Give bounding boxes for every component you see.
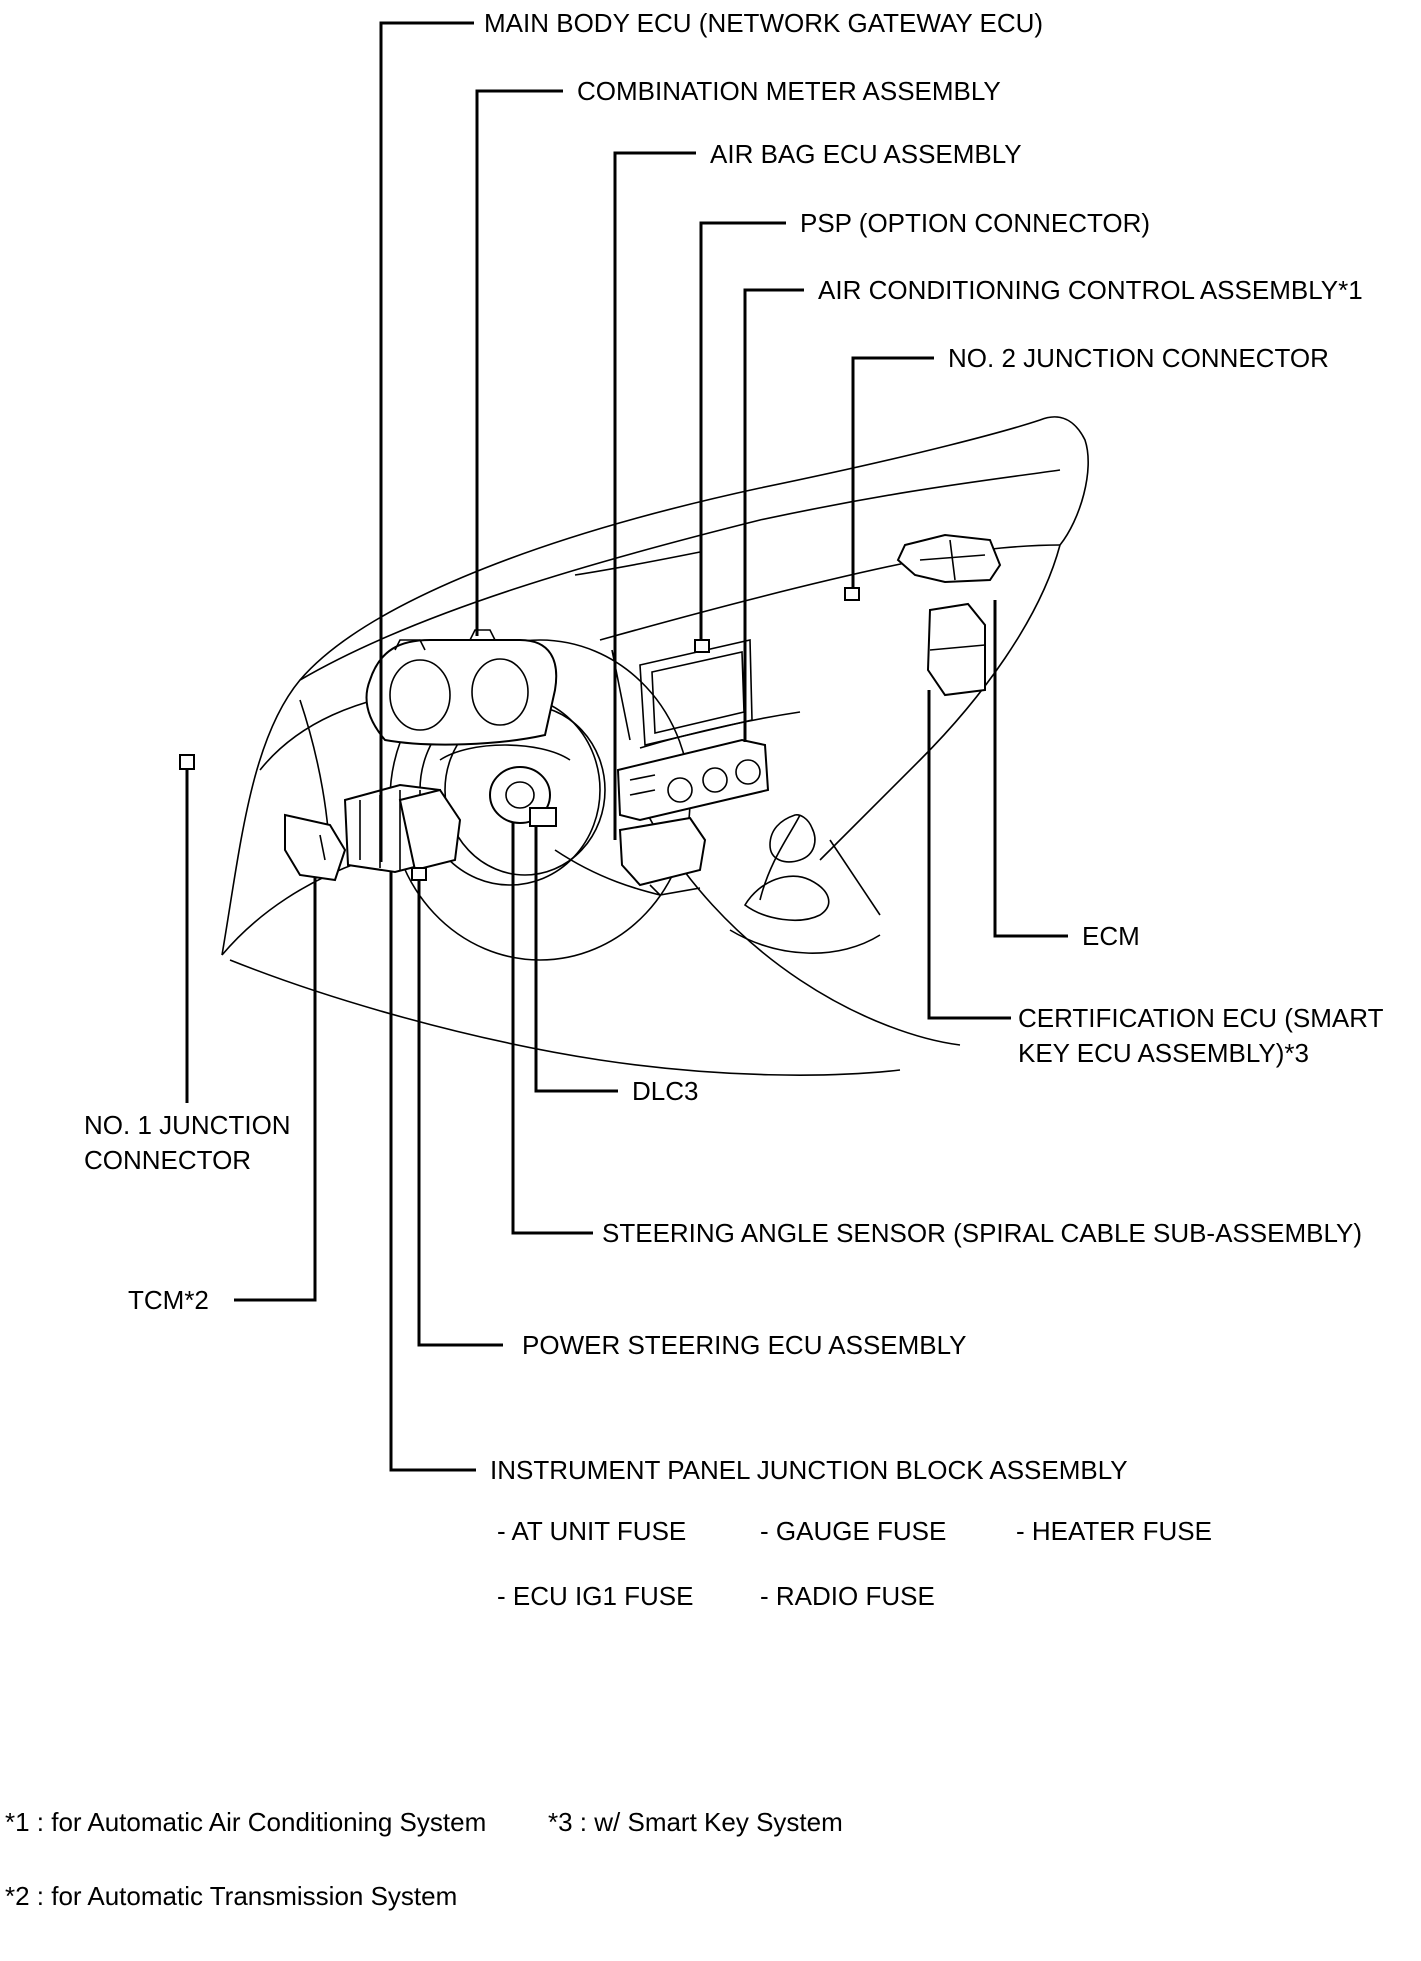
junction-block-part [343, 783, 462, 874]
certification-ecu-label-line2: KEY ECU ASSEMBLY)*3 [1018, 1038, 1309, 1068]
no2-junction-connector-label: NO. 2 JUNCTION CONNECTOR [948, 343, 1329, 373]
psp-label: PSP (OPTION CONNECTOR) [800, 208, 1151, 238]
steering-sensor-part [489, 766, 557, 827]
tcm-label: TCM*2 [128, 1285, 209, 1315]
fuse-item: - RADIO FUSE [760, 1581, 935, 1611]
psp-connector-part [694, 639, 710, 653]
air-bag-ecu-part [618, 816, 707, 896]
dashboard-outline [221, 416, 1089, 1076]
footnote-3: *3 : w/ Smart Key System [548, 1807, 843, 1837]
certification-ecu-label-line1: CERTIFICATION ECU (SMART [1018, 1003, 1384, 1033]
fuse-item: - HEATER FUSE [1016, 1516, 1212, 1546]
dlc3-label: DLC3 [632, 1076, 699, 1106]
no1-junction-connector-label-line1: NO. 1 JUNCTION [84, 1110, 291, 1140]
ac-control-part [616, 738, 770, 822]
footnote-1: *1 : for Automatic Air Conditioning Syst… [5, 1807, 487, 1837]
instrument-panel-junction-block-label: INSTRUMENT PANEL JUNCTION BLOCK ASSEMBLY [490, 1455, 1128, 1485]
fuse-item: - ECU IG1 FUSE [497, 1581, 694, 1611]
leader-lines [185, 21, 1068, 1472]
fuse-item: - GAUGE FUSE [760, 1516, 947, 1546]
tcm-part [284, 813, 347, 882]
combination-meter-label: COMBINATION METER ASSEMBLY [577, 76, 1001, 106]
air-conditioning-control-label: AIR CONDITIONING CONTROL ASSEMBLY*1 [818, 275, 1363, 305]
footnote-2: *2 : for Automatic Transmission System [5, 1881, 458, 1911]
certification-ecu-part [926, 602, 986, 697]
ecm-part [896, 533, 1002, 584]
combination-meter-part [365, 629, 558, 746]
no2-junction-connector-part [844, 587, 860, 601]
main-body-ecu-label: MAIN BODY ECU (NETWORK GATEWAY ECU) [484, 8, 1044, 38]
air-bag-ecu-label: AIR BAG ECU ASSEMBLY [710, 139, 1022, 169]
steering-angle-sensor-label: STEERING ANGLE SENSOR (SPIRAL CABLE SUB-… [602, 1218, 1362, 1248]
power-steering-ecu-part [411, 867, 427, 881]
no1-junction-connector-label-line2: CONNECTOR [84, 1145, 252, 1175]
ecm-label: ECM [1082, 921, 1140, 951]
power-steering-ecu-label: POWER STEERING ECU ASSEMBLY [522, 1330, 967, 1360]
fuse-item: - AT UNIT FUSE [497, 1516, 687, 1546]
no1-junction-connector-part [179, 754, 195, 770]
